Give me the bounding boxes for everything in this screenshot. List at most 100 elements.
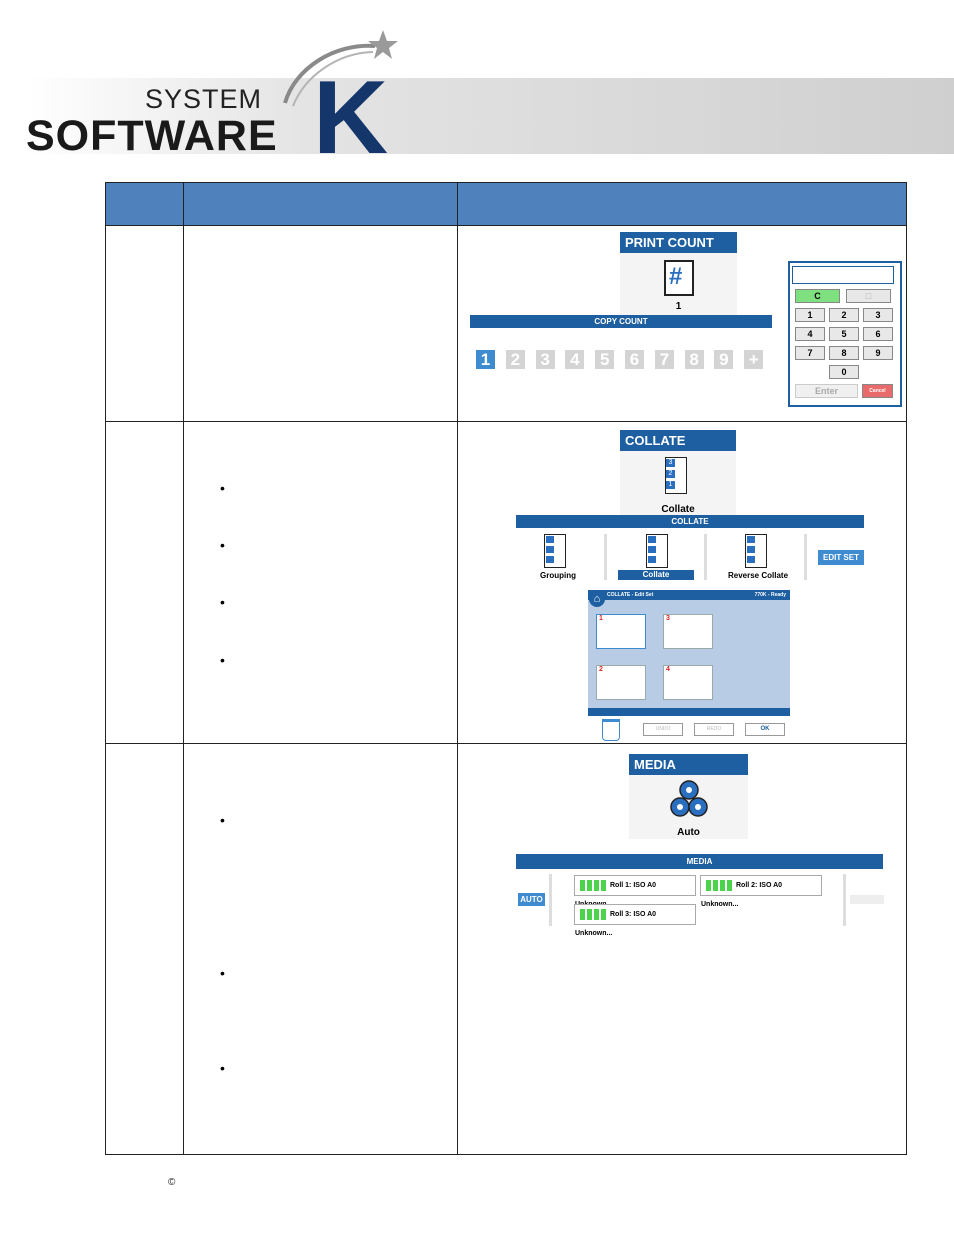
page-thumb-1[interactable]: 1 [596,614,646,649]
header-cell-2 [183,182,458,226]
print-count-value: 1 [675,301,682,312]
keypad-enter-button[interactable]: Enter [795,384,858,398]
copyright-symbol: © [168,1177,176,1188]
copy-count-8-button[interactable]: 8 [684,350,704,369]
collate-option-icon [646,534,672,568]
media-rolls-icon [670,780,708,817]
edit-set-title: COLLATE - Edit Set [607,592,654,598]
grouping-icon [544,534,570,568]
keypad-key-1[interactable]: 1 [795,308,825,322]
keypad-clear-button[interactable]: C [795,289,840,303]
divider [843,874,846,926]
home-icon[interactable]: ⌂ [589,591,605,607]
logo-system-text: SYSTEM [145,84,263,114]
logo-software-text: SOFTWARE [26,112,278,160]
bullet: • [220,480,225,496]
roll-3-label: Roll 3: ISO A0 Unknown... [575,911,657,937]
row2-col2: • • • • [183,421,458,744]
edit-set-toolbar: UNDO REDO OK [588,716,790,741]
copy-count-7-button[interactable]: 7 [654,350,674,369]
page-thumb-3[interactable]: 3 [663,614,713,649]
roll-1-tile[interactable]: Roll 1: ISO A0 Unknown... [574,875,696,908]
page-thumb-4[interactable]: 4 [663,665,713,700]
roll-3-tile[interactable]: Roll 3: ISO A0 Unknown... [574,904,696,937]
trash-icon[interactable] [602,719,620,741]
keypad-backspace-button[interactable]: □ [846,289,891,303]
row3-col1 [105,743,184,1155]
media-bar: MEDIA [516,854,883,869]
copy-count-3-button[interactable]: 3 [535,350,555,369]
hash-glyph: # [669,263,683,290]
media-tile[interactable]: Auto [629,775,748,839]
edit-set-button[interactable]: EDIT SET [818,550,864,565]
media-screenshot: MEDIA Auto MEDIA AUTO Roll 1: ISO A0 Unk… [457,743,907,1155]
copy-count-2-button[interactable]: 2 [505,350,525,369]
document-count-icon: # [664,260,694,296]
page-thumb-2[interactable]: 2 [596,665,646,700]
row3-col2: • • • [183,743,458,1155]
media-title: MEDIA [629,754,748,775]
divider [804,534,807,580]
bullet: • [220,812,225,828]
header-cell-3 [457,182,907,226]
logo-swoosh-icon [283,30,398,107]
row1-col2 [183,225,458,422]
keypad-key-3[interactable]: 3 [863,308,893,322]
roll-level-icon [706,879,732,891]
copy-count-4-button[interactable]: 4 [565,350,585,369]
copy-count-6-button[interactable]: 6 [625,350,644,369]
reverse-collate-option[interactable]: Reverse Collate [727,571,789,580]
auto-button[interactable]: AUTO [518,893,545,906]
header-cell-1 [105,182,184,226]
collate-edit-set-screen: COLLATE - Edit Set 770K - Ready ⌂ 1 3 2 … [588,590,790,716]
redo-button[interactable]: REDO [694,723,734,736]
bullet: • [220,1060,225,1076]
bullet: • [220,594,225,610]
copy-count-1-button[interactable]: 1 [476,350,495,369]
logo-k-letter: K [313,60,389,176]
copy-count-bar: COPY COUNT [470,315,772,328]
roll-level-icon [580,879,606,891]
edit-set-footer-bar [588,708,790,716]
keypad-key-6[interactable]: 6 [863,327,893,341]
keypad-key-8[interactable]: 8 [829,346,859,360]
keypad-cancel-button[interactable]: Cancel [862,384,893,398]
collate-option-selected[interactable]: Collate [618,570,694,580]
roll-2-tile[interactable]: Roll 2: ISO A0 Unknown... [700,875,822,908]
copy-count-5-button[interactable]: 5 [595,350,615,369]
edit-set-titlebar: COLLATE - Edit Set 770K - Ready [588,590,790,600]
keypad-key-2[interactable]: 2 [829,308,859,322]
roll-level-icon [580,908,606,920]
print-count-title: PRINT COUNT [620,232,737,253]
collate-tile[interactable]: 3 2 1 Collate [620,451,736,515]
undo-button[interactable]: UNDO [643,723,683,736]
grouping-option[interactable]: Grouping [540,571,576,580]
edit-set-status: 770K - Ready [754,592,786,598]
roll-2-label: Roll 2: ISO A0 Unknown... [701,882,783,908]
print-count-tile[interactable]: # 1 [620,253,737,315]
divider [604,534,607,580]
divider [549,874,552,926]
keypad-key-0[interactable]: 0 [829,365,859,379]
collate-title: COLLATE [620,430,736,451]
collate-bar: COLLATE [516,515,864,528]
bullet: • [220,965,225,981]
disabled-button [850,895,884,904]
keypad-key-4[interactable]: 4 [795,327,825,341]
copy-count-plus-button[interactable]: + [744,350,764,369]
keypad-display[interactable] [792,266,894,284]
bullet: • [220,652,225,668]
collate-screenshot: COLLATE 3 2 1 Collate COLLATE [457,421,907,744]
media-tile-value: Auto [677,827,700,838]
bullet: • [220,537,225,553]
keypad-key-5[interactable]: 5 [829,327,859,341]
row2-col1 [105,421,184,744]
ok-button[interactable]: OK [745,723,785,736]
collate-tile-value: Collate [661,504,695,515]
keypad-key-7[interactable]: 7 [795,346,825,360]
copy-count-9-button[interactable]: 9 [714,350,734,369]
row1-col1 [105,225,184,422]
keypad-key-9[interactable]: 9 [863,346,893,360]
